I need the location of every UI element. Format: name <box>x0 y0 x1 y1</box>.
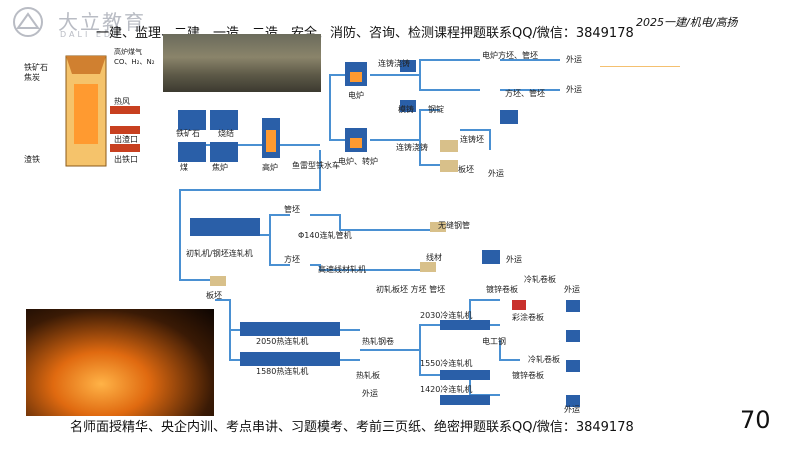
flow-label-hsm-1580: 1580热连轧机 <box>256 366 308 376</box>
flow-label-hot-sheet: 热轧板 <box>356 370 380 380</box>
furnace-label-ore: 铁矿石 <box>24 62 48 72</box>
flow-label-rough-mill: 初轧机/钢坯连轧机 <box>186 248 253 258</box>
flow-label-cold-coil-1: 冷轧卷板 <box>524 274 556 284</box>
furnace-label-tap: 出铁口 <box>114 154 138 164</box>
flow-label-cold-2030: 2030冷连轧机 <box>420 310 472 320</box>
accent-divider <box>600 66 680 67</box>
furnace-core <box>74 84 98 144</box>
flow-label-torpedo-car: 鱼雷型铁水车 <box>292 160 340 170</box>
flow-label-outbound-1: 外运 <box>566 54 582 64</box>
furnace-label-gas: 高炉煤气 <box>114 47 142 56</box>
flow-label-billet-mid: 方坯、管坯 <box>505 88 545 98</box>
flow-label-electrical-steel: 电工钢 <box>482 336 506 346</box>
flow-label-billet-top: 电炉方坯、管坯 <box>482 50 538 60</box>
flow-label-cc-mid: 连铸浇铸 <box>396 142 428 152</box>
blast-furnace-diagram: 铁矿石 焦炭 高炉煤气 CO、H₂、N₂ 热风 出渣口 出铁口 渣铁 <box>24 47 155 167</box>
logo-chinese-name: 大立教育 <box>58 10 146 34</box>
flow-label-outbound-3: 外运 <box>488 168 504 178</box>
flow-label-color-coated: 彩涂卷板 <box>512 312 544 322</box>
flow-label-slab: 板坯 <box>458 164 474 174</box>
flow-label-iron-ore: 铁矿石 <box>176 128 200 138</box>
flow-label-coke-oven: 焦炉 <box>212 162 228 172</box>
furnace-label-hot-air: 热风 <box>114 96 130 106</box>
page-number: 70 <box>740 406 771 434</box>
flow-label-electric-furnace: 电炉 <box>348 90 364 100</box>
flow-label-tube-blank: 管坯 <box>284 204 300 214</box>
flow-label-outbound-4: 外运 <box>506 254 522 264</box>
flow-label-sinter: 烧结 <box>218 128 234 138</box>
flow-label-galvanized-coil: 镀锌卷板 <box>486 284 518 294</box>
flow-label-wire-mill: 高速线材轧机 <box>318 264 366 274</box>
flow-label-wire-rod: 线材 <box>426 252 442 262</box>
furnace-label-slag-iron: 渣铁 <box>24 154 40 164</box>
flow-label-coal: 煤 <box>180 162 188 172</box>
logo-english-name: DALI EDU <box>60 30 122 39</box>
flow-label-cc-billet: 连铸坯 <box>460 134 484 144</box>
footer-promo-text: 名师面授精华、央企内训、考点串讲、习题模考、考前三页纸、绝密押题联系QQ/微信：… <box>70 420 634 435</box>
flow-label-mid-products: 初轧板坯 方坯 管坯 <box>376 284 445 294</box>
flow-label-ingot: 模铸 <box>398 104 414 114</box>
flow-label-seamless-tube: 无缝钢管 <box>438 220 470 230</box>
flow-label-cold-coil-2: 冷轧卷板 <box>528 354 560 364</box>
flow-label-hot-coil: 热轧钢卷 <box>362 336 394 346</box>
flow-label-converter: 电炉、转炉 <box>338 156 378 166</box>
flow-label-square-billet: 方坯 <box>284 254 300 264</box>
flow-label-slab-bloom: 板坯 <box>206 290 222 300</box>
steel-mill-photo <box>163 34 321 92</box>
flow-label-outbound-7: 外运 <box>564 404 580 414</box>
furnace-label-gas-formula: CO、H₂、N₂ <box>114 58 155 66</box>
flow-label-outbound-5: 外运 <box>362 388 378 398</box>
flow-label-blast-furnace: 高炉 <box>262 162 278 172</box>
flow-label-tube-mill: Φ140连轧管机 <box>298 230 352 240</box>
dali-logo-icon <box>8 6 52 38</box>
header-course-tag: 2025一建/机电/高扬 <box>636 16 738 29</box>
furnace-label-slag-outlet: 出渣口 <box>114 134 138 144</box>
flow-label-outbound-6: 外运 <box>564 284 580 294</box>
flow-label-cold-1420: 1420冷连轧机 <box>420 384 472 394</box>
hot-steel-photo <box>26 309 214 416</box>
flow-label-outbound-2: 外运 <box>566 84 582 94</box>
flow-label-cc-top: 连铸浇铸 <box>378 58 410 68</box>
furnace-label-coke: 焦炭 <box>24 72 40 82</box>
flow-label-hsm-2050: 2050热连轧机 <box>256 336 308 346</box>
flow-label-galvanized-coil-2: 镀锌卷板 <box>512 370 544 380</box>
flow-label-cold-1550: 1550冷连轧机 <box>420 358 472 368</box>
flow-label-bloom-roll: 钢锭 <box>428 104 444 114</box>
